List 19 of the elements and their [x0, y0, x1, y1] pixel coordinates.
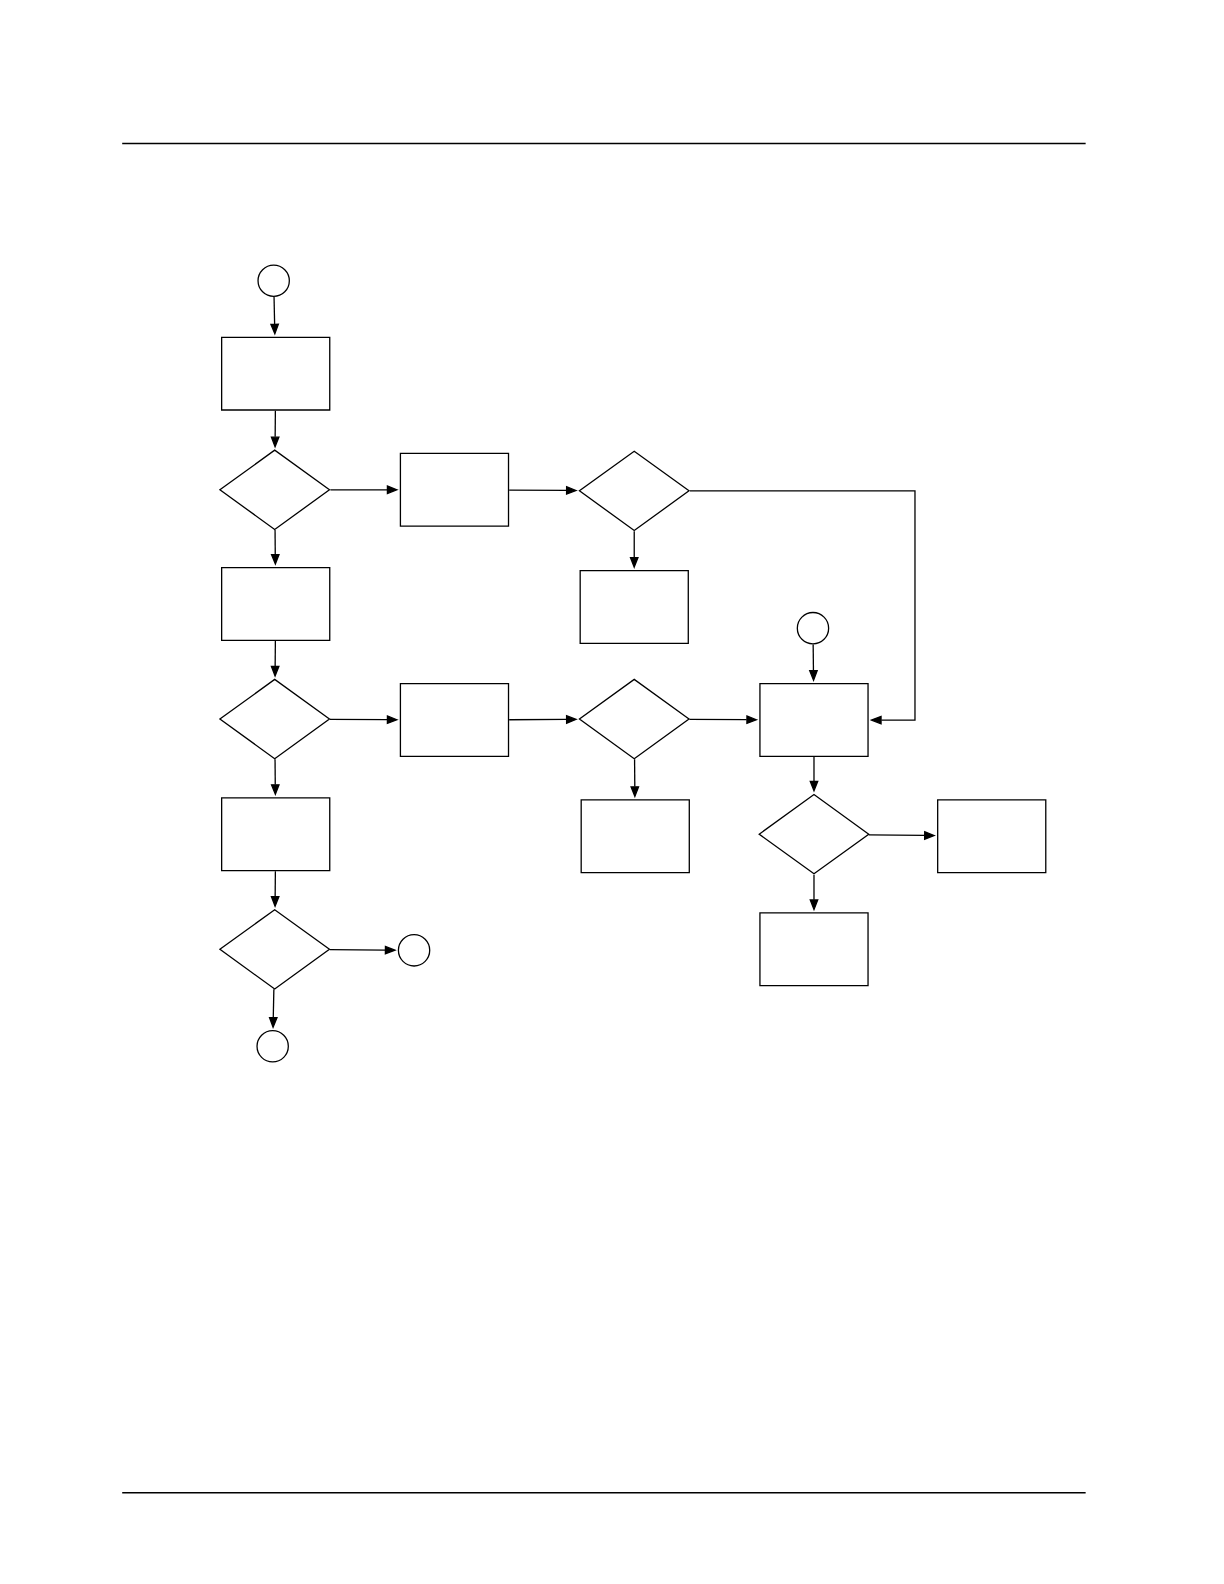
process-box — [580, 799, 690, 874]
arrow — [689, 490, 916, 725]
process-box — [579, 569, 689, 644]
connector-circle — [796, 611, 830, 645]
decision-diamond — [218, 678, 331, 760]
process-box — [759, 683, 869, 758]
connector-circle — [397, 934, 431, 967]
process-box — [399, 452, 510, 527]
decision-diamond — [218, 449, 331, 531]
process-box — [759, 912, 869, 987]
connector-circle — [257, 264, 290, 298]
process-box — [399, 683, 510, 758]
connector-circle — [256, 1029, 289, 1063]
process-box — [221, 797, 331, 872]
decision-diamond — [758, 793, 870, 875]
process-box — [221, 336, 331, 411]
decision-diamond — [218, 908, 331, 990]
process-box — [221, 566, 331, 641]
process-box — [937, 799, 1047, 874]
